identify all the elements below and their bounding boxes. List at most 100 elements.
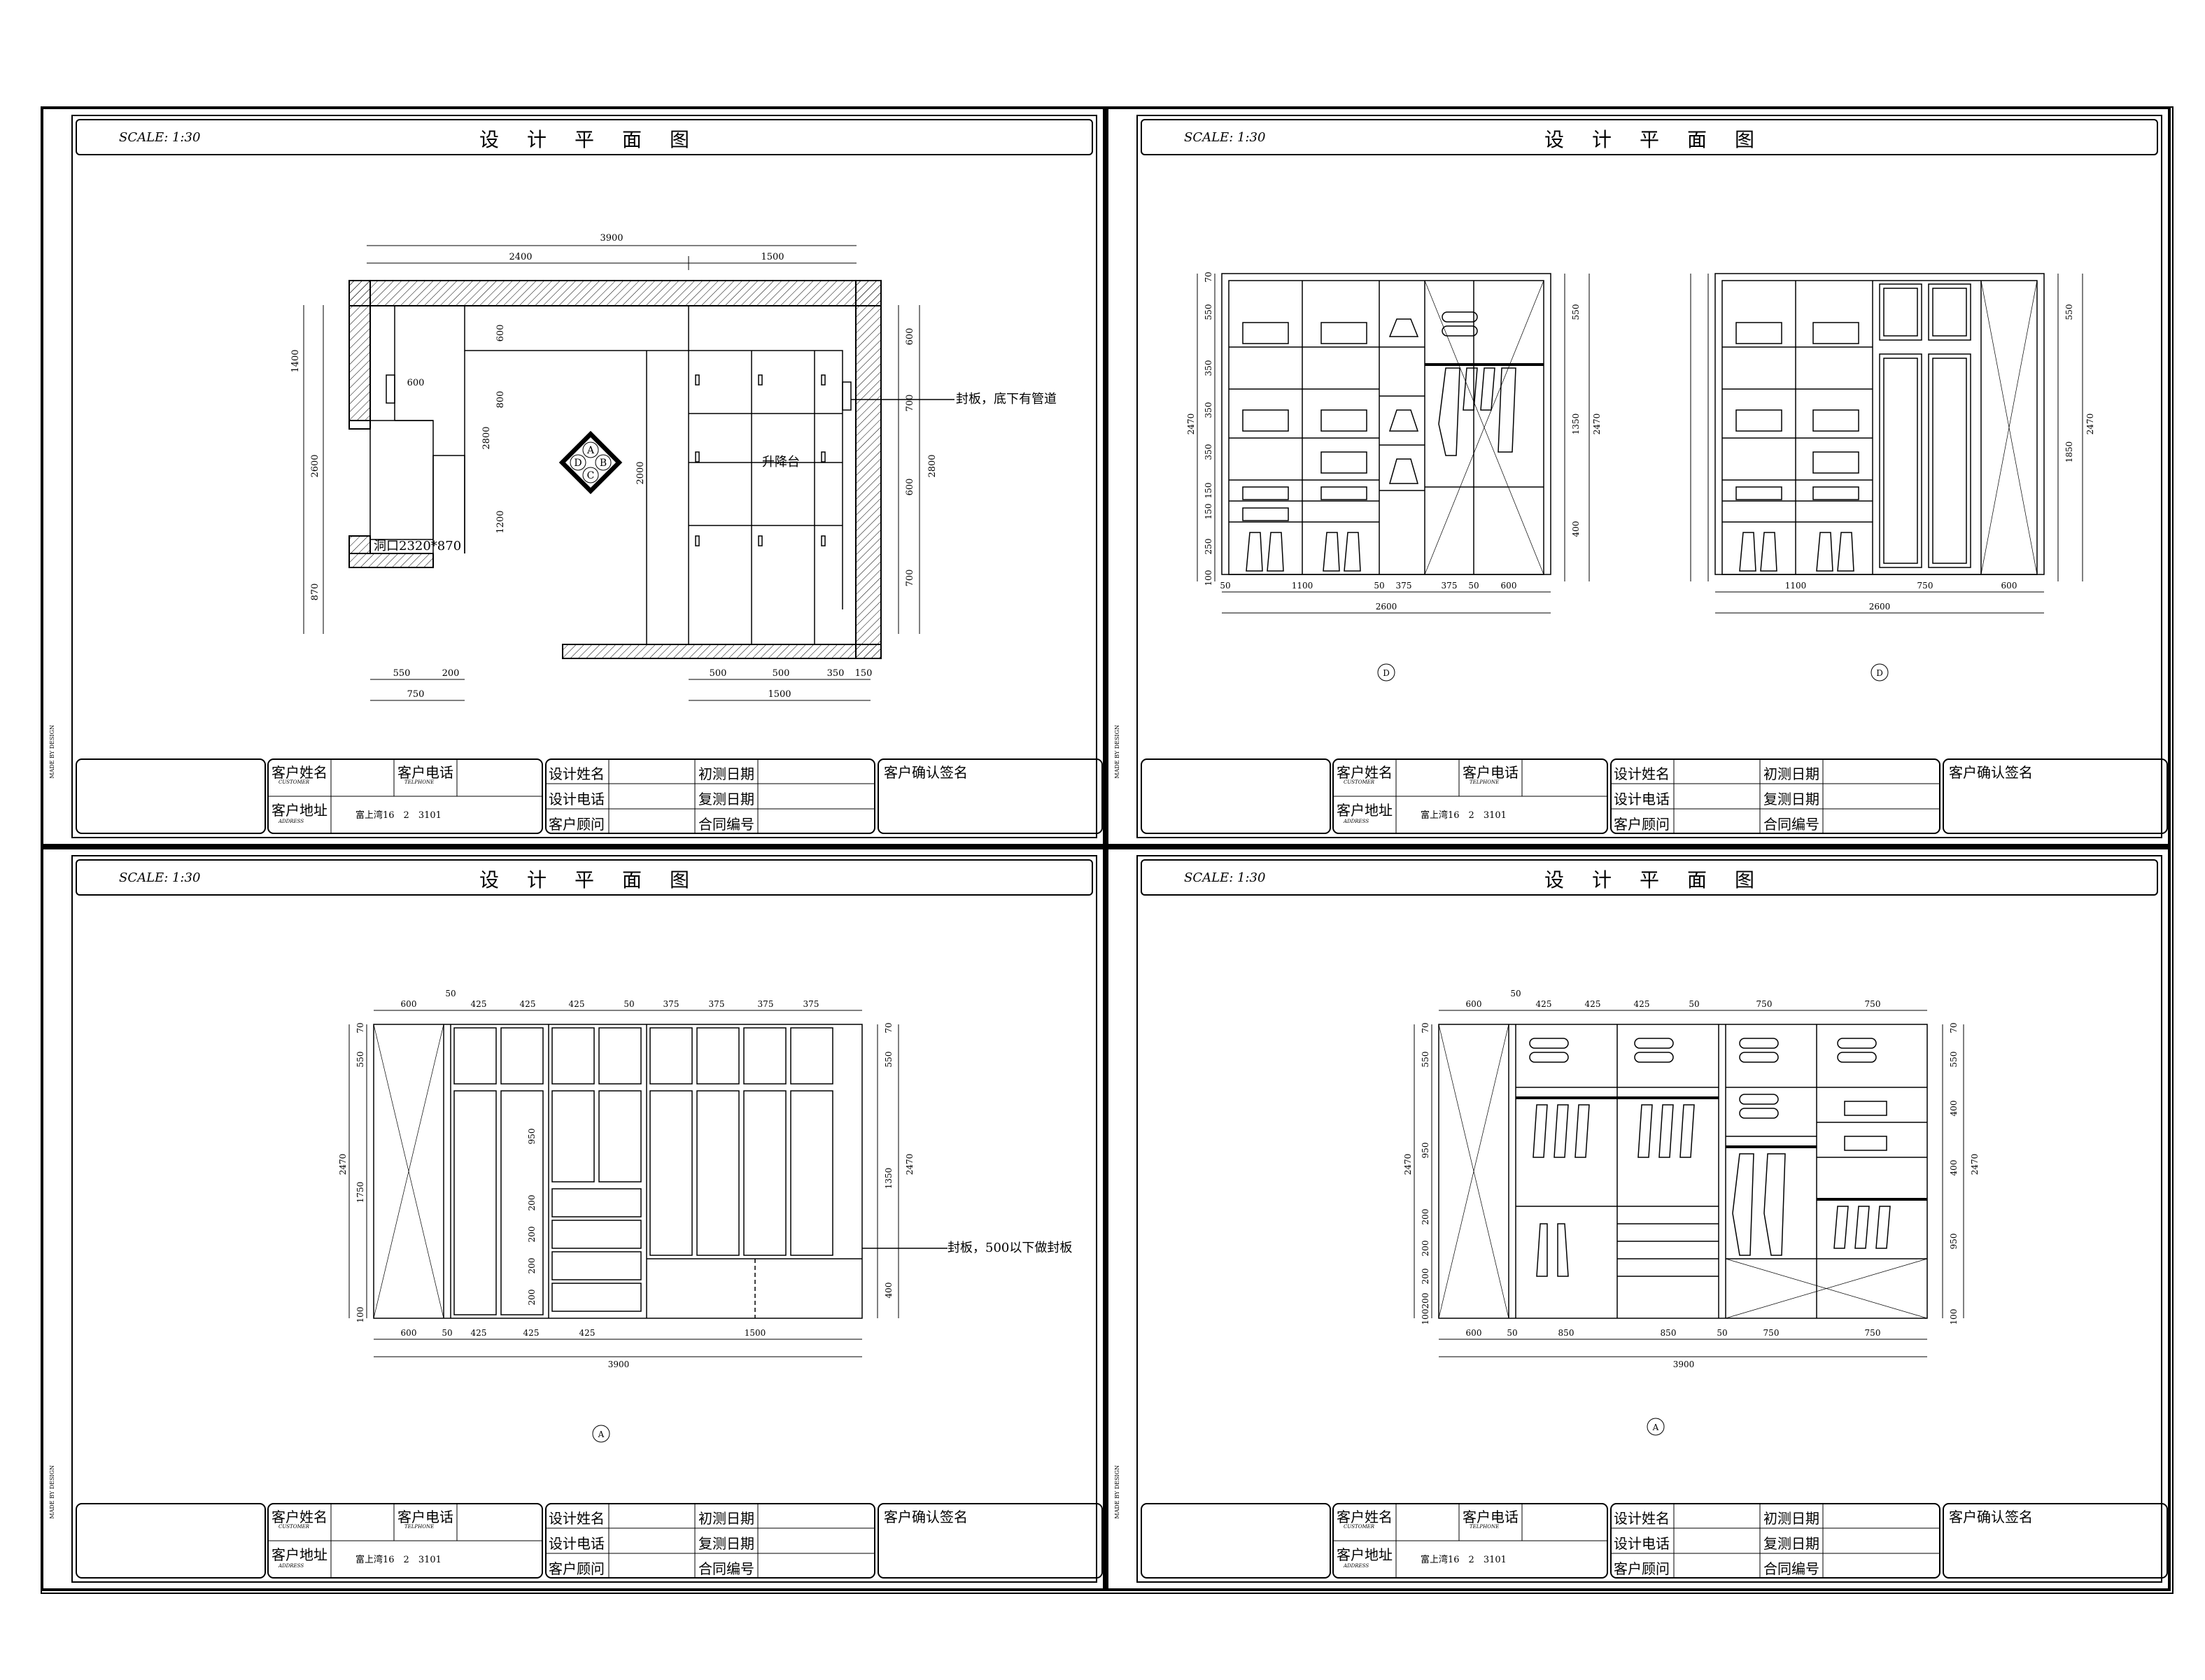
dim-250: 250 — [1204, 539, 1213, 555]
dim-h2470: 2470 — [1403, 1154, 1413, 1176]
view-marker-d1: D — [1377, 663, 1395, 682]
dim-r600b: 600 — [905, 479, 915, 496]
sheet-elevation-a2: MADE BY DESIGN SCALE: 1:30 设计平面图 — [1106, 847, 2171, 1591]
elev-a1-dim-lines — [348, 1010, 899, 1357]
dim-h200a: 200 — [1421, 1209, 1430, 1225]
first-measure-label: 初测日期 — [698, 1510, 754, 1527]
dim-350b: 350 — [1204, 402, 1213, 418]
elev-a2-dim-lines — [1414, 1010, 1964, 1357]
customer-phone-en: TELPHONE — [1470, 779, 1500, 785]
title-block-grid — [1141, 1503, 2168, 1579]
dim-b425b: 425 — [523, 1328, 540, 1338]
customer-name-label: 客户姓名 — [272, 1509, 327, 1525]
customer-phone-label: 客户电话 — [397, 1509, 453, 1525]
dim-h200c: 200 — [527, 1258, 537, 1274]
customer-name-en: CUSTOMER — [1344, 1524, 1375, 1530]
compass-a: A — [586, 445, 595, 456]
customer-phone-en: TELPHONE — [404, 1524, 435, 1530]
made-by-label: MADE BY DESIGN — [1114, 725, 1120, 779]
customer-phone-en: TELPHONE — [404, 779, 435, 785]
sheet-title: 设计平面图 — [1544, 128, 1782, 151]
dim-w1100: 1100 — [1292, 581, 1313, 591]
customer-name-en: CUSTOMER — [279, 1524, 310, 1530]
dim-b600: 600 — [1466, 1328, 1482, 1338]
compass-c: C — [587, 470, 595, 481]
customer-name-label: 客户姓名 — [272, 764, 327, 781]
dim-b2600: 2600 — [1869, 602, 1891, 612]
title-block: 客户姓名 CUSTOMER 客户电话 TELPHONE 客户地址 ADDRESS… — [76, 758, 1103, 834]
advisor-label: 客户顾问 — [549, 1560, 605, 1577]
sheet-header: SCALE: 1:30 设计平面图 — [1141, 119, 2158, 155]
customer-address-label: 客户地址 — [272, 802, 327, 819]
view-marker-a: A — [1647, 1418, 1665, 1436]
address-value: 富上湾16 2 3101 — [1421, 810, 1507, 821]
dim-h950: 950 — [527, 1129, 537, 1145]
dim-750: 750 — [407, 689, 425, 700]
customer-name-label: 客户姓名 — [1337, 1509, 1393, 1525]
svg-text:A: A — [1652, 1423, 1659, 1432]
customer-address-label: 客户地址 — [1337, 1546, 1393, 1563]
dim-r550: 550 — [1949, 1052, 1959, 1068]
customer-name-en: CUSTOMER — [279, 779, 310, 785]
dim-550: 550 — [1204, 304, 1213, 320]
contract-no-label: 合同编号 — [1763, 1560, 1819, 1577]
customer-phone-en: TELPHONE — [1470, 1524, 1500, 1530]
dim-w50b: 50 — [1374, 581, 1384, 591]
dim-b1100: 1100 — [1785, 581, 1807, 591]
confirm-sign-label: 客户确认签名 — [1949, 1509, 2033, 1525]
designer-name-label: 设计姓名 — [1614, 765, 1670, 782]
dim-h1750: 1750 — [355, 1182, 365, 1203]
first-measure-label: 初测日期 — [1763, 1510, 1819, 1527]
dim-t375a: 375 — [663, 999, 679, 1009]
sheet-elevation-a1: MADE BY DESIGN SCALE: 1:30 设计平面图 — [41, 847, 1106, 1591]
dim-r70: 70 — [884, 1022, 894, 1033]
dim-t425c: 425 — [569, 999, 585, 1009]
dim-w375a: 375 — [1396, 581, 1412, 591]
dim-350: 350 — [827, 668, 845, 679]
dim-t425b: 425 — [520, 999, 536, 1009]
designer-name-label: 设计姓名 — [1614, 1510, 1670, 1527]
customer-address-en: ADDRESS — [1344, 1563, 1369, 1569]
seal-note: 封板，500以下做封板 — [947, 1241, 1072, 1255]
elev-d-right-cabinet — [1714, 273, 2045, 575]
scale-label: SCALE: 1:30 — [119, 130, 201, 145]
dim-t600: 600 — [1466, 999, 1482, 1009]
dim-h200a: 200 — [527, 1195, 537, 1211]
compass-b: B — [600, 458, 607, 469]
dim-r1350: 1350 — [884, 1168, 894, 1190]
customer-phone-label: 客户电话 — [397, 764, 453, 781]
dim-t600: 600 — [401, 999, 417, 1009]
customer-address-en: ADDRESS — [279, 1563, 304, 1569]
address-value: 富上湾16 2 3101 — [355, 810, 442, 821]
customer-phone-label: 客户电话 — [1463, 764, 1519, 781]
dim-b600: 600 — [401, 1328, 417, 1338]
sheet-elevation-d: MADE BY DESIGN SCALE: 1:30 设计平面图 — [1106, 106, 2171, 847]
dim-w50c: 50 — [1468, 581, 1479, 591]
dim-b3900: 3900 — [608, 1360, 630, 1369]
dim-h200b: 200 — [527, 1227, 537, 1243]
title-block: 客户姓名 CUSTOMER 客户电话 TELPHONE 客户地址 ADDRESS… — [76, 1503, 1103, 1579]
re-measure-label: 复测日期 — [1763, 791, 1819, 807]
sheet-title: 设计平面图 — [1544, 868, 1782, 891]
dim-200: 200 — [442, 668, 460, 679]
dim-w600: 600 — [1501, 581, 1517, 591]
dim-r400: 400 — [1571, 521, 1581, 537]
dim-h100: 100 — [355, 1307, 365, 1323]
dim-r2800: 2800 — [927, 454, 938, 477]
opening-note: 洞口2320*870 — [374, 539, 461, 553]
elev-d-dim-text: 70 550 350 350 350 150 150 250 100 2470 … — [1186, 271, 2095, 612]
dim-t425c: 425 — [1634, 999, 1650, 1009]
dim-r550: 550 — [884, 1052, 894, 1068]
dim-b600: 600 — [2001, 581, 2017, 591]
dim-500a: 500 — [710, 668, 727, 679]
dim-150b: 150 — [1204, 504, 1213, 520]
dim-r700b: 700 — [905, 570, 915, 587]
dim-1400: 1400 — [290, 349, 301, 372]
made-by-label: MADE BY DESIGN — [1114, 1465, 1120, 1519]
dim-h70: 70 — [355, 1022, 365, 1033]
dim-870: 870 — [310, 584, 320, 601]
designer-name-label: 设计姓名 — [549, 765, 605, 782]
dim-150: 150 — [855, 668, 873, 679]
title-block: 客户姓名 CUSTOMER 客户电话 TELPHONE 客户地址 ADDRESS… — [1141, 758, 2168, 834]
plan-dim-lines — [303, 245, 920, 701]
